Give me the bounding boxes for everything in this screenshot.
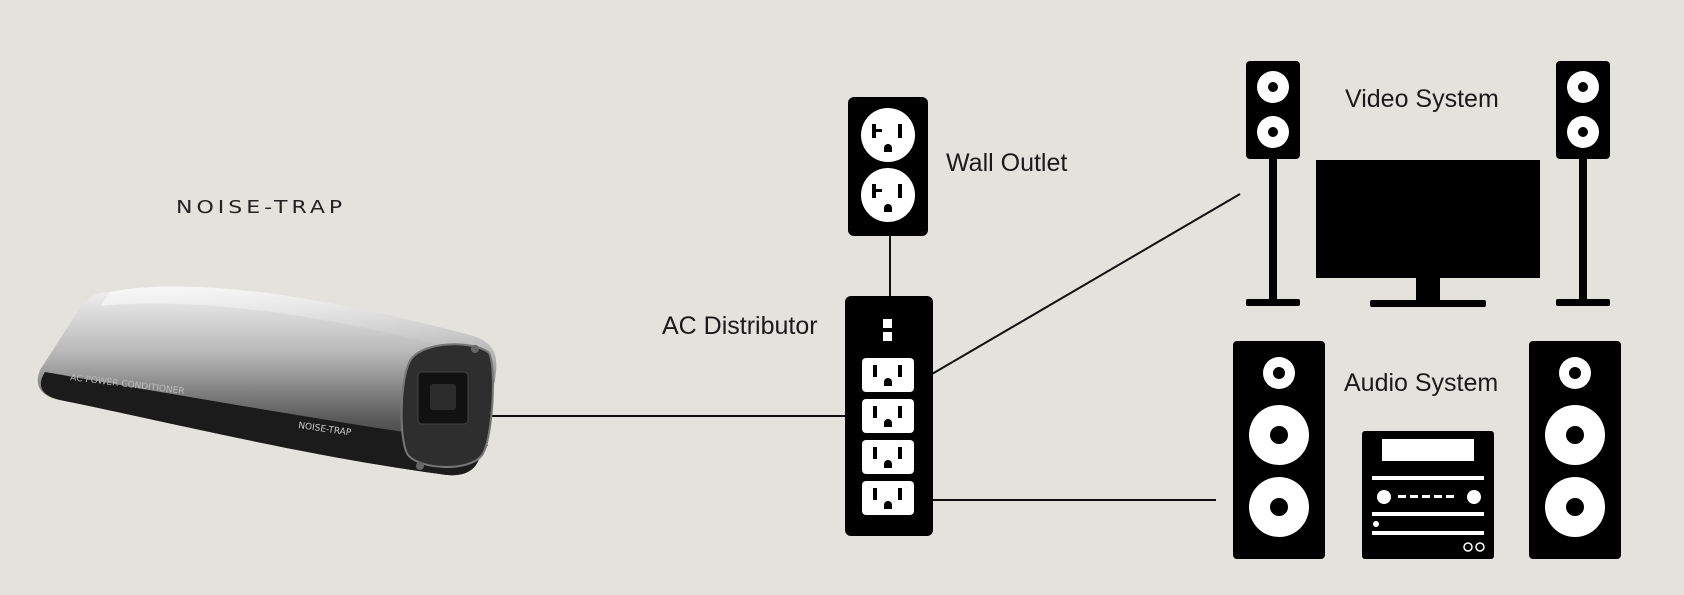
line-distributor-to-video (931, 193, 1241, 375)
wall-outlet-icon (848, 97, 928, 236)
speaker-icon (1556, 61, 1610, 306)
video-system-group (1246, 61, 1610, 307)
speaker-icon (1233, 341, 1325, 559)
power-conditioner-icon: AC POWER CONDITIONER NOISE-TRAP (37, 286, 497, 476)
label-ac-distributor: AC Distributor (662, 312, 818, 340)
label-wall-outlet: Wall Outlet (946, 149, 1068, 177)
speaker-icon (1246, 61, 1300, 306)
label-video-system: Video System (1345, 85, 1499, 113)
av-receiver-icon (1362, 431, 1494, 559)
connection-lines (492, 193, 1241, 501)
audio-system-group (1233, 341, 1621, 559)
label-audio-system: Audio System (1344, 369, 1499, 397)
speaker-icon (1529, 341, 1621, 559)
television-icon (1316, 160, 1540, 307)
power-strip-icon (845, 296, 933, 536)
brand-logo: NOISE-TRAP (176, 198, 347, 218)
